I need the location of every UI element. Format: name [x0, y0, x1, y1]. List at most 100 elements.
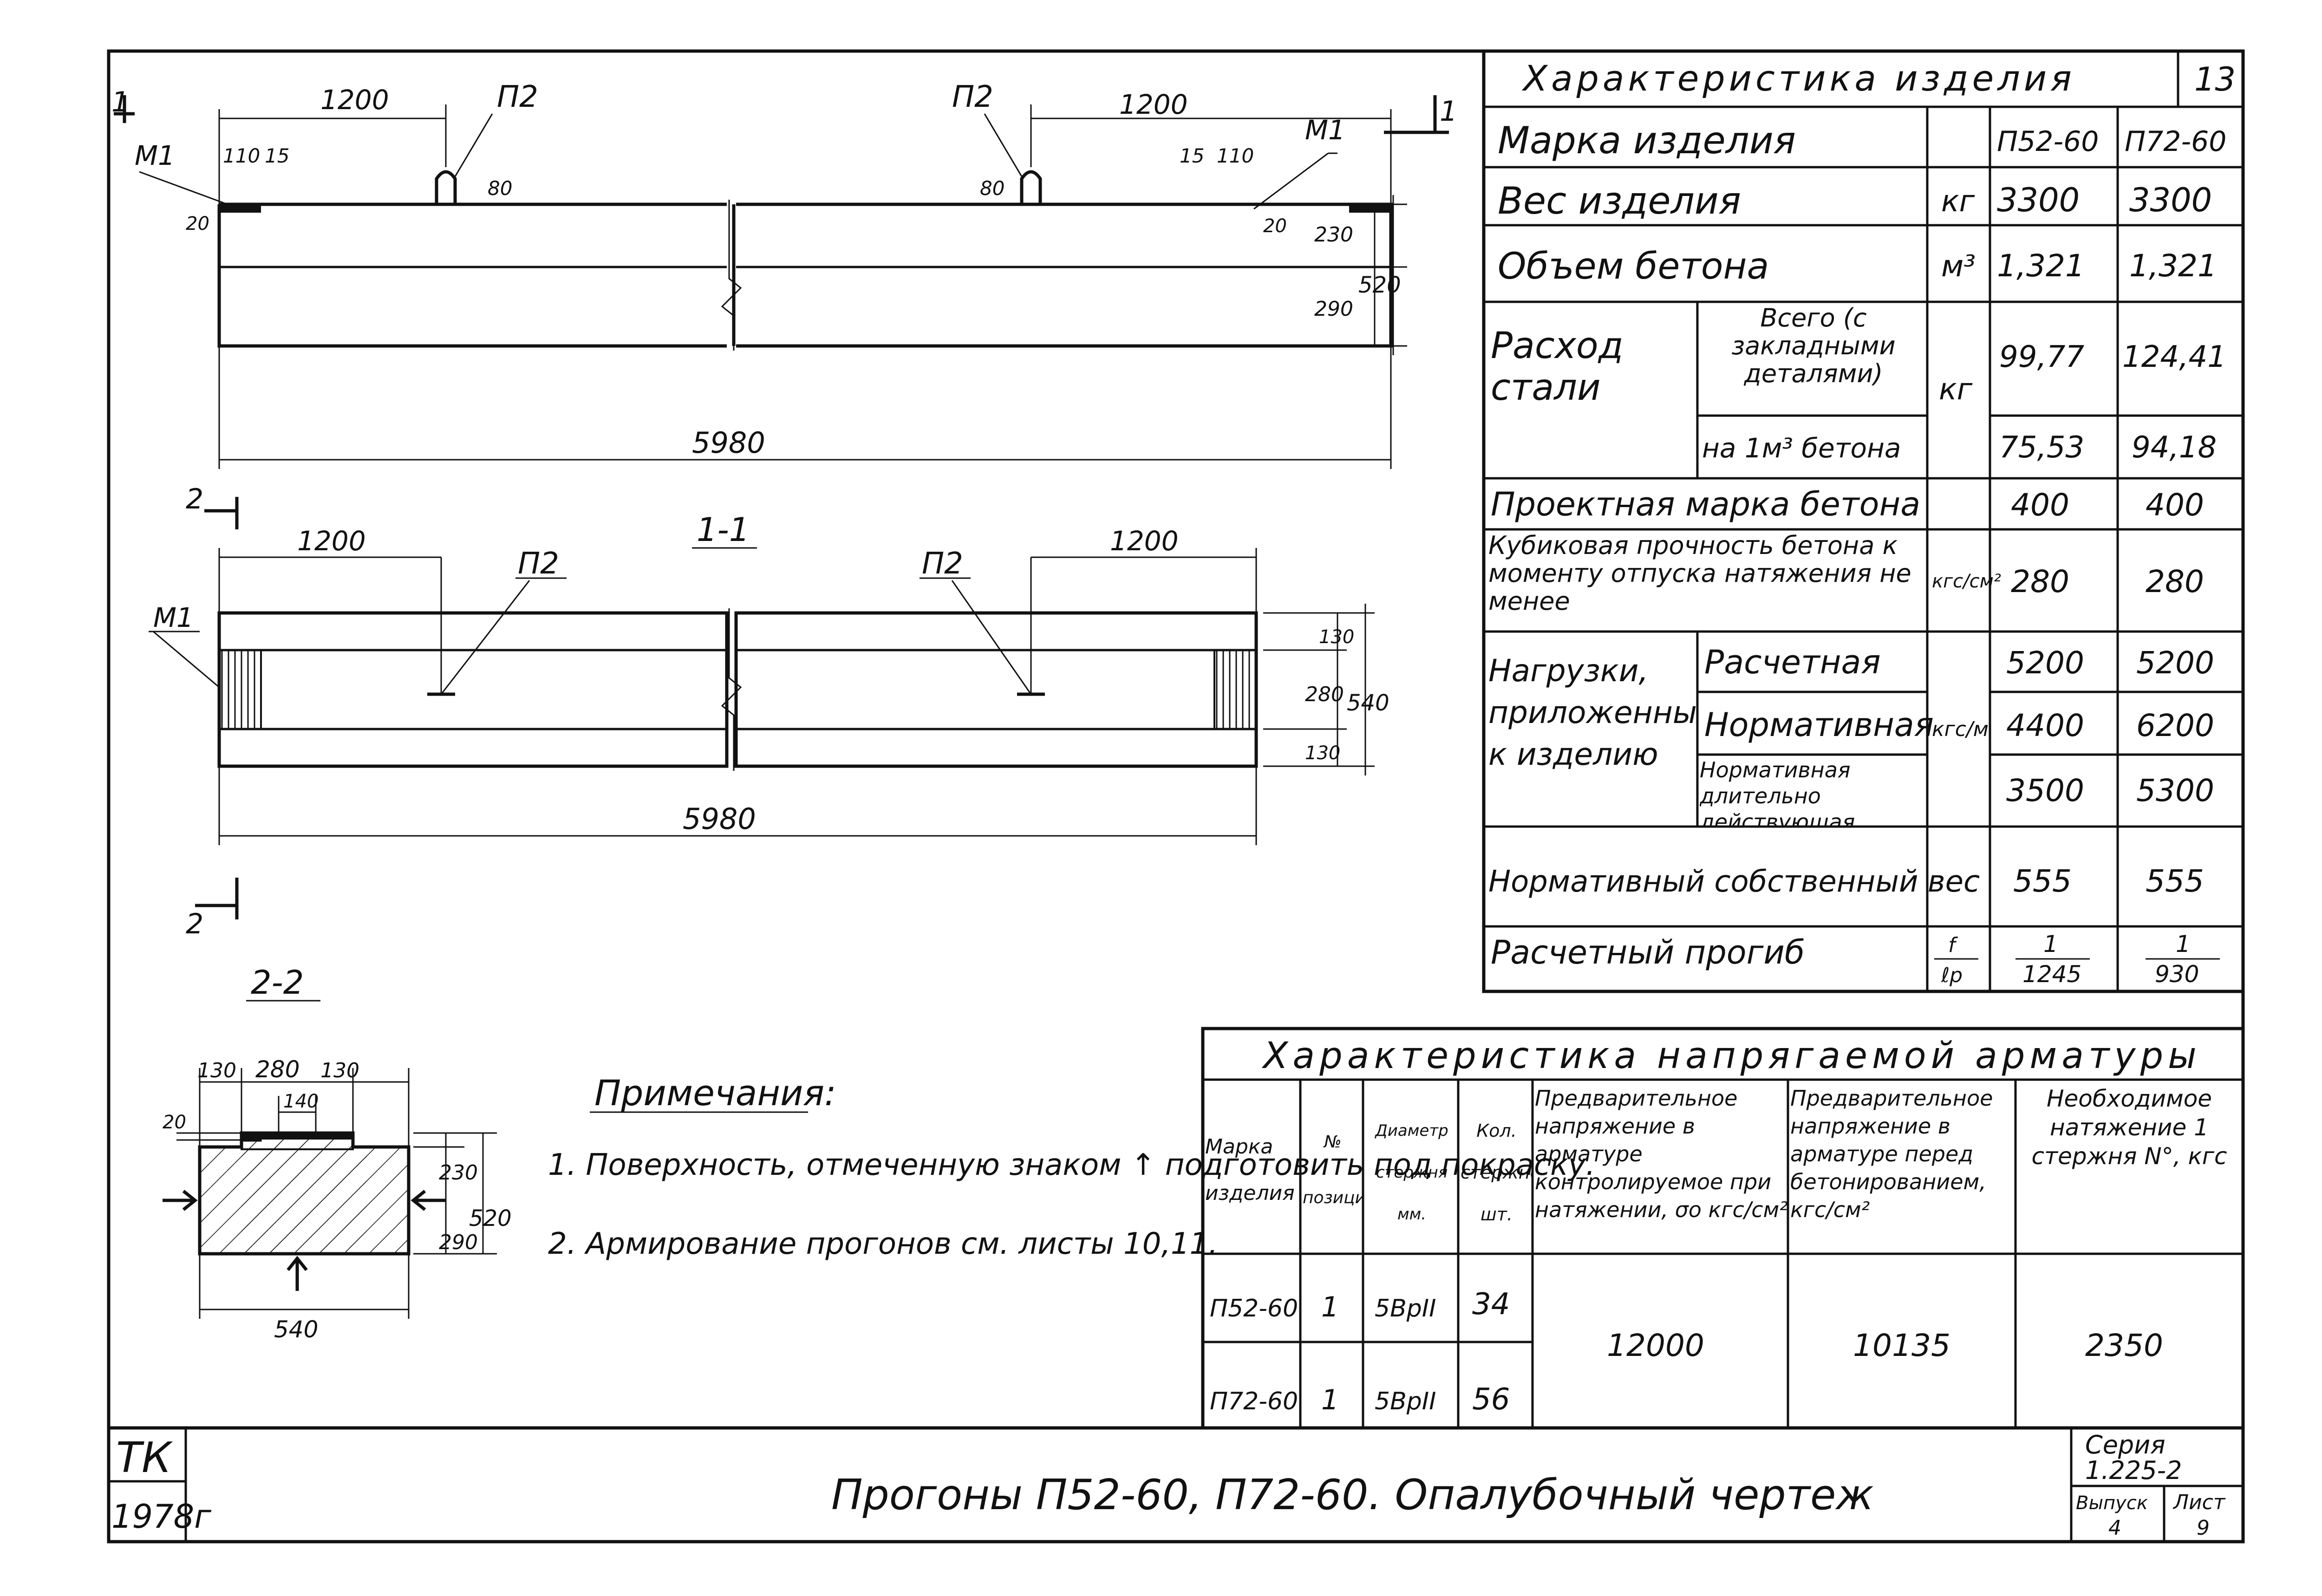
rebar-tension-value: 2350 [2085, 1328, 2163, 1363]
rebar-row1-count: 34 [1472, 1287, 1510, 1322]
plan-label-m1: М1 [153, 602, 194, 633]
label-p2-right: П2 [952, 80, 993, 114]
rebar-row1-mark: П52-60 [1210, 1295, 1298, 1322]
dim-520: 520 [1358, 272, 1401, 298]
plan-label-p2-left: П2 [518, 547, 559, 581]
row-cube-unit: кгс/см² [1932, 571, 2001, 592]
end-plate-m1-right [1213, 649, 1257, 730]
dim-15-right: 15 [1180, 144, 1204, 167]
row-deflection-v2-num: 1 [2176, 931, 2191, 958]
rebar-header-position-box: № позиции [1303, 1133, 1363, 1207]
dim-1200-right: 1200 [1119, 89, 1188, 120]
section-dim-230: 230 [439, 1161, 478, 1185]
row-design-grade-v1: 400 [2011, 487, 2069, 523]
title-block-sheet-label: Лист [2172, 1491, 2226, 1514]
dim-20-left: 20 [186, 213, 209, 235]
row-loads-norm-v2: 6200 [2136, 708, 2214, 743]
break-mark [721, 200, 742, 351]
section-2-2: 2-2 130 280 130 140 20 230 [163, 964, 512, 1343]
row-steel-label: Расход стали [1491, 325, 1624, 409]
embedded-plate-m1-right [1349, 204, 1391, 213]
note-2: 2. Армирование прогонов см. листы 10,11. [548, 1227, 1218, 1261]
row-deflection-unit-num: f [1948, 933, 1958, 957]
rebar-prestress-control-value: 12000 [1607, 1328, 1704, 1363]
rebar-header-tension: Необходимое натяжение 1 стержня N°, кгс [2031, 1085, 2227, 1170]
end-plate-m1-left [218, 649, 262, 730]
row-steel-per-m3-label: на 1м³ бетона [1702, 432, 1901, 464]
rebar-header-mark-box: Марка изделия [1205, 1135, 1295, 1205]
section-dim-130-left: 130 [197, 1059, 236, 1082]
row-concrete-unit: м³ [1941, 249, 1976, 284]
dim-15-left: 15 [265, 144, 289, 167]
row-cube-label: Кубиковая прочность бетона к моменту отп… [1488, 532, 1911, 616]
plan-view-1-1: 1-1 [149, 483, 1389, 940]
plan-dim-1200-left: 1200 [297, 525, 366, 557]
title-block-series-value: 1.225-2 [2085, 1456, 2182, 1485]
row-loads-calc-v1: 5200 [2006, 645, 2084, 681]
row-self-weight-v1: 555 [2013, 863, 2072, 899]
rebar-row2-count: 56 [1472, 1382, 1510, 1417]
embedded-plate-m1-left [219, 204, 261, 213]
rebar-row2-diameter: 5ВрII [1375, 1388, 1436, 1415]
title-block-title: Прогоны П52-60, П72-60. Опалубочный черт… [831, 1471, 1873, 1519]
rebar-header-prestress-control: Предварительное напряжение в арматуре ко… [1535, 1086, 1788, 1222]
title-block: ТК 1978г Прогоны П52-60, П72-60. Опалубо… [109, 1426, 2243, 1542]
notes: Примечания: 1. Поверхность, отмеченную з… [548, 1072, 1595, 1261]
row-cube-label-box: Кубиковая прочность бетона к моменту отп… [1488, 532, 1911, 616]
row-steel-total-label: Всего (с закладными деталями) [1731, 304, 1896, 388]
row-loads-long-label: Нормативная длительно действующая [1700, 757, 1855, 827]
elevation-view: 1 1 1200 1200 П2 П2 М1 М1 110 15 15 110 … [111, 80, 1457, 469]
dim-80-left: 80 [488, 177, 512, 200]
rebar-header-position: № позиции [1303, 1133, 1363, 1207]
row-steel-per-m3-v1: 75,53 [1999, 430, 2084, 465]
section-dim-20: 20 [163, 1112, 186, 1133]
section-dim-280: 280 [255, 1056, 300, 1083]
row-mark-v2: П72-60 [2125, 125, 2226, 158]
row-loads-long-label-box: Нормативная длительно действующая [1700, 757, 1855, 827]
row-loads-long-v2: 5300 [2136, 773, 2214, 808]
note-1: 1. Поверхность, отмеченную знаком ↑ подг… [548, 1148, 1595, 1182]
plan-title: 1-1 [697, 511, 750, 549]
row-mark-label: Марка изделия [1498, 119, 1796, 162]
row-weight-v2: 3300 [2129, 181, 2212, 219]
row-loads-norm-label: Нормативная [1704, 706, 1934, 744]
section-dim-140: 140 [283, 1091, 319, 1112]
section-mark-2-top: 2 [186, 483, 203, 515]
row-loads-long-v1: 3500 [2006, 773, 2084, 808]
dim-20-right: 20 [1263, 215, 1287, 237]
section-mark-2-bottom: 2 [186, 908, 203, 940]
dim-110-right: 110 [1217, 144, 1254, 167]
row-cube-v1: 280 [2011, 564, 2069, 599]
plan-label-p2-right: П2 [922, 547, 963, 581]
plan-dim-130-bottom: 130 [1305, 743, 1340, 764]
dim-230: 230 [1314, 223, 1353, 247]
row-loads-label: Нагрузки, приложенные к изделию [1488, 653, 1697, 772]
row-loads-norm-v1: 4400 [2006, 708, 2084, 743]
rebar-row2-mark: П72-60 [1210, 1388, 1298, 1415]
row-self-weight-v2: 555 [2146, 863, 2204, 899]
rebar-prestress-before-value: 10135 [1853, 1328, 1950, 1363]
label-m1-right: М1 [1305, 114, 1345, 146]
row-steel-per-m3-v2: 94,18 [2132, 430, 2217, 465]
row-mark-v1: П52-60 [1997, 125, 2099, 158]
row-weight-label: Вес изделия [1498, 179, 1741, 222]
rebar-header-mark: Марка изделия [1205, 1135, 1295, 1205]
plan-dim-130-top: 130 [1319, 626, 1354, 648]
rebar-characteristics-table: Характеристика напрягаемой арматуры Марк… [1201, 1027, 2245, 1430]
row-steel-total-box: Всего (с закладными деталями) [1731, 304, 1896, 388]
row-deflection-v1-den: 1245 [2022, 961, 2081, 988]
section-mark-1-right: 1 [1440, 95, 1457, 128]
dim-1200-left: 1200 [320, 84, 389, 116]
notes-title: Примечания: [594, 1072, 836, 1114]
title-block-sheet-value: 9 [2197, 1516, 2210, 1540]
row-steel-unit: кг [1939, 372, 1973, 407]
label-p2-left: П2 [497, 80, 538, 114]
row-loads-calc-label: Расчетная [1704, 643, 1881, 681]
dim-5980: 5980 [692, 426, 765, 460]
plan-dim-540: 540 [1347, 690, 1389, 716]
row-loads-label-box: Нагрузки, приложенные к изделию [1488, 653, 1697, 772]
section-dim-540: 540 [274, 1316, 318, 1343]
rebar-header-tension-box: Необходимое натяжение 1 стержня N°, кгс [2031, 1085, 2227, 1170]
product-table-page-number: 13 [2194, 60, 2236, 98]
